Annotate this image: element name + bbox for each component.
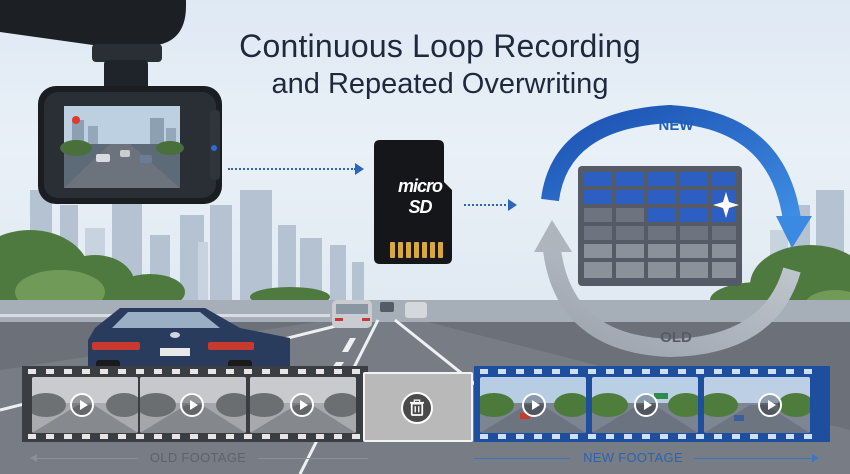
arrow-right-icon (812, 454, 819, 462)
sdcard-label: micro SD (397, 176, 443, 217)
new-footage-frame[interactable] (704, 377, 810, 433)
old-footage-label: OLD FOOTAGE (149, 450, 247, 465)
new-footage-label: NEW FOOTAGE (583, 450, 683, 465)
play-icon[interactable] (634, 393, 658, 417)
play-icon[interactable] (180, 393, 204, 417)
play-icon[interactable] (522, 393, 546, 417)
trash-icon[interactable] (401, 392, 433, 424)
old-timeline-line (34, 458, 138, 459)
new-footage-frame[interactable] (480, 377, 586, 433)
title-line-2: and Repeated Overwriting (271, 67, 609, 100)
loop-diagram (534, 104, 812, 358)
old-timeline-line (258, 458, 368, 459)
new-timeline-line (474, 458, 570, 459)
loop-new-label: NEW (658, 117, 694, 134)
dashcam-icon (0, 0, 222, 204)
title-line-1: Continuous Loop Recording (239, 28, 641, 64)
new-footage-frame[interactable] (592, 377, 698, 433)
page-title: Continuous Loop Recording and Repeated O… (190, 28, 690, 101)
arrow-left-icon (30, 454, 37, 462)
play-icon[interactable] (290, 393, 314, 417)
play-icon[interactable] (70, 393, 94, 417)
arrow-head-icon (355, 163, 364, 175)
arrow-head-icon (508, 199, 517, 211)
old-footage-frame[interactable] (32, 377, 138, 433)
sdcard-icon (374, 140, 452, 264)
loop-old-label: OLD (660, 329, 692, 346)
old-footage-frame[interactable] (140, 377, 246, 433)
new-timeline-line (694, 458, 814, 459)
play-icon[interactable] (758, 393, 782, 417)
flow-arrow-to-loop (464, 204, 510, 206)
flow-arrow-to-card (228, 168, 356, 170)
